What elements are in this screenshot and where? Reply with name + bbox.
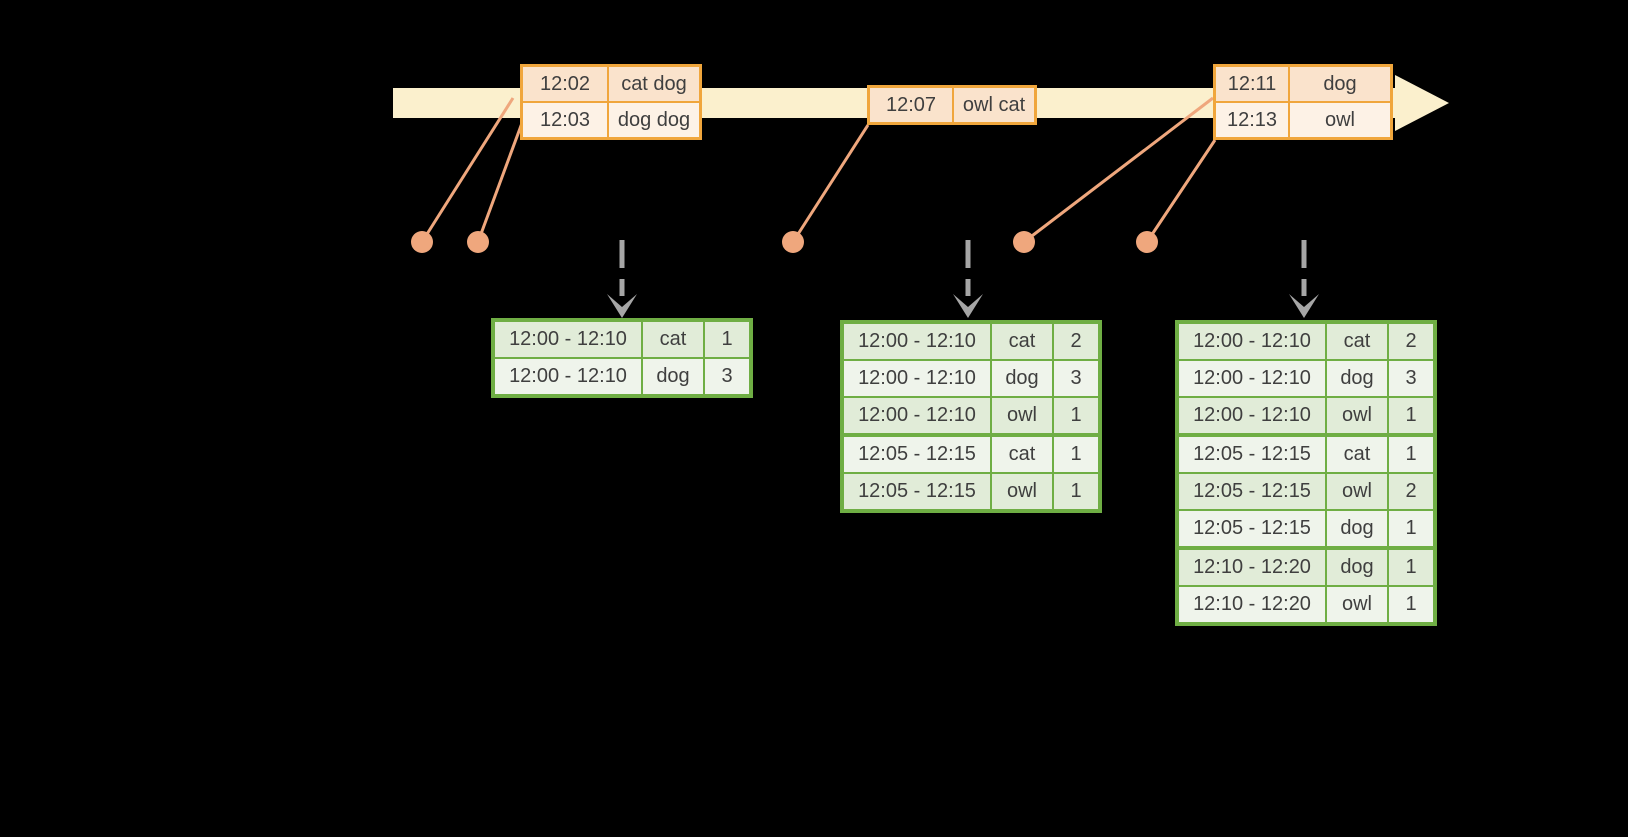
table-cell-words: owl cat [954, 88, 1034, 122]
table-cell-window: 12:00 - 12:10 [844, 324, 990, 359]
table-cell-window: 12:05 - 12:15 [1179, 474, 1325, 509]
table-cell-window: 12:10 - 12:20 [1179, 550, 1325, 585]
table-cell-window: 12:00 - 12:10 [1179, 398, 1325, 433]
table-cell-window: 12:05 - 12:15 [844, 437, 990, 472]
table-cell-window: 12:00 - 12:10 [1179, 361, 1325, 396]
table-cell-count: 3 [1389, 361, 1433, 396]
table-cell-count: 3 [1054, 361, 1098, 396]
table-cell-window: 12:05 - 12:15 [1179, 511, 1325, 546]
event-dot [411, 231, 433, 253]
table-cell-count: 1 [1389, 511, 1433, 546]
table-cell-word: owl [1327, 474, 1387, 509]
event-dot [1013, 231, 1035, 253]
table-cell-word: dog [643, 359, 703, 394]
table-cell-word: dog [1327, 361, 1387, 396]
table-cell-count: 1 [1054, 437, 1098, 472]
table-cell-word: dog [992, 361, 1052, 396]
table-cell-window: 12:05 - 12:15 [844, 474, 990, 509]
event-connector-line [1023, 96, 1214, 244]
table-cell-word: owl [1327, 587, 1387, 622]
table-cell-words: cat dog [609, 67, 699, 101]
table-cell-count: 2 [1054, 324, 1098, 359]
table-cell-words: dog [1290, 67, 1390, 101]
table-cell-word: dog [1327, 511, 1387, 546]
trigger-arrowhead-icon [1289, 294, 1319, 318]
table-cell-count: 1 [1389, 398, 1433, 433]
event-connector-line [791, 124, 870, 243]
table-cell-window: 12:10 - 12:20 [1179, 587, 1325, 622]
table-cell-time: 12:11 [1216, 67, 1288, 101]
table-cell-words: dog dog [609, 103, 699, 137]
table-cell-count: 1 [1054, 474, 1098, 509]
table-cell-word: cat [992, 437, 1052, 472]
table-cell-count: 2 [1389, 474, 1433, 509]
timeline-arrowhead-icon [1395, 75, 1449, 131]
table-cell-word: owl [992, 474, 1052, 509]
trigger-arrowhead-icon [607, 294, 637, 318]
table-cell-count: 1 [705, 322, 749, 357]
event-connector-line [476, 122, 524, 243]
table-cell-time: 12:02 [523, 67, 607, 101]
table-cell-count: 3 [705, 359, 749, 394]
table-cell-window: 12:00 - 12:10 [844, 398, 990, 433]
table-cell-word: cat [1327, 324, 1387, 359]
table-cell-count: 1 [1389, 437, 1433, 472]
table-cell-time: 12:13 [1216, 103, 1288, 137]
table-cell-time: 12:07 [870, 88, 952, 122]
event-connector-line [1145, 139, 1217, 243]
table-cell-window: 12:05 - 12:15 [1179, 437, 1325, 472]
table-cell-word: cat [643, 322, 703, 357]
table-cell-time: 12:03 [523, 103, 607, 137]
table-cell-word: cat [1327, 437, 1387, 472]
table-cell-word: cat [992, 324, 1052, 359]
table-cell-window: 12:00 - 12:10 [495, 359, 641, 394]
table-cell-count: 2 [1389, 324, 1433, 359]
event-dot [1136, 231, 1158, 253]
table-cell-word: owl [992, 398, 1052, 433]
table-cell-window: 12:00 - 12:10 [1179, 324, 1325, 359]
event-dot [782, 231, 804, 253]
table-cell-words: owl [1290, 103, 1390, 137]
table-cell-window: 12:00 - 12:10 [495, 322, 641, 357]
table-cell-word: dog [1327, 550, 1387, 585]
table-cell-count: 1 [1054, 398, 1098, 433]
table-cell-count: 1 [1389, 587, 1433, 622]
trigger-arrowhead-icon [953, 294, 983, 318]
table-cell-window: 12:00 - 12:10 [844, 361, 990, 396]
event-dot [467, 231, 489, 253]
table-cell-count: 1 [1389, 550, 1433, 585]
table-cell-word: owl [1327, 398, 1387, 433]
event-connector-line [420, 97, 515, 243]
